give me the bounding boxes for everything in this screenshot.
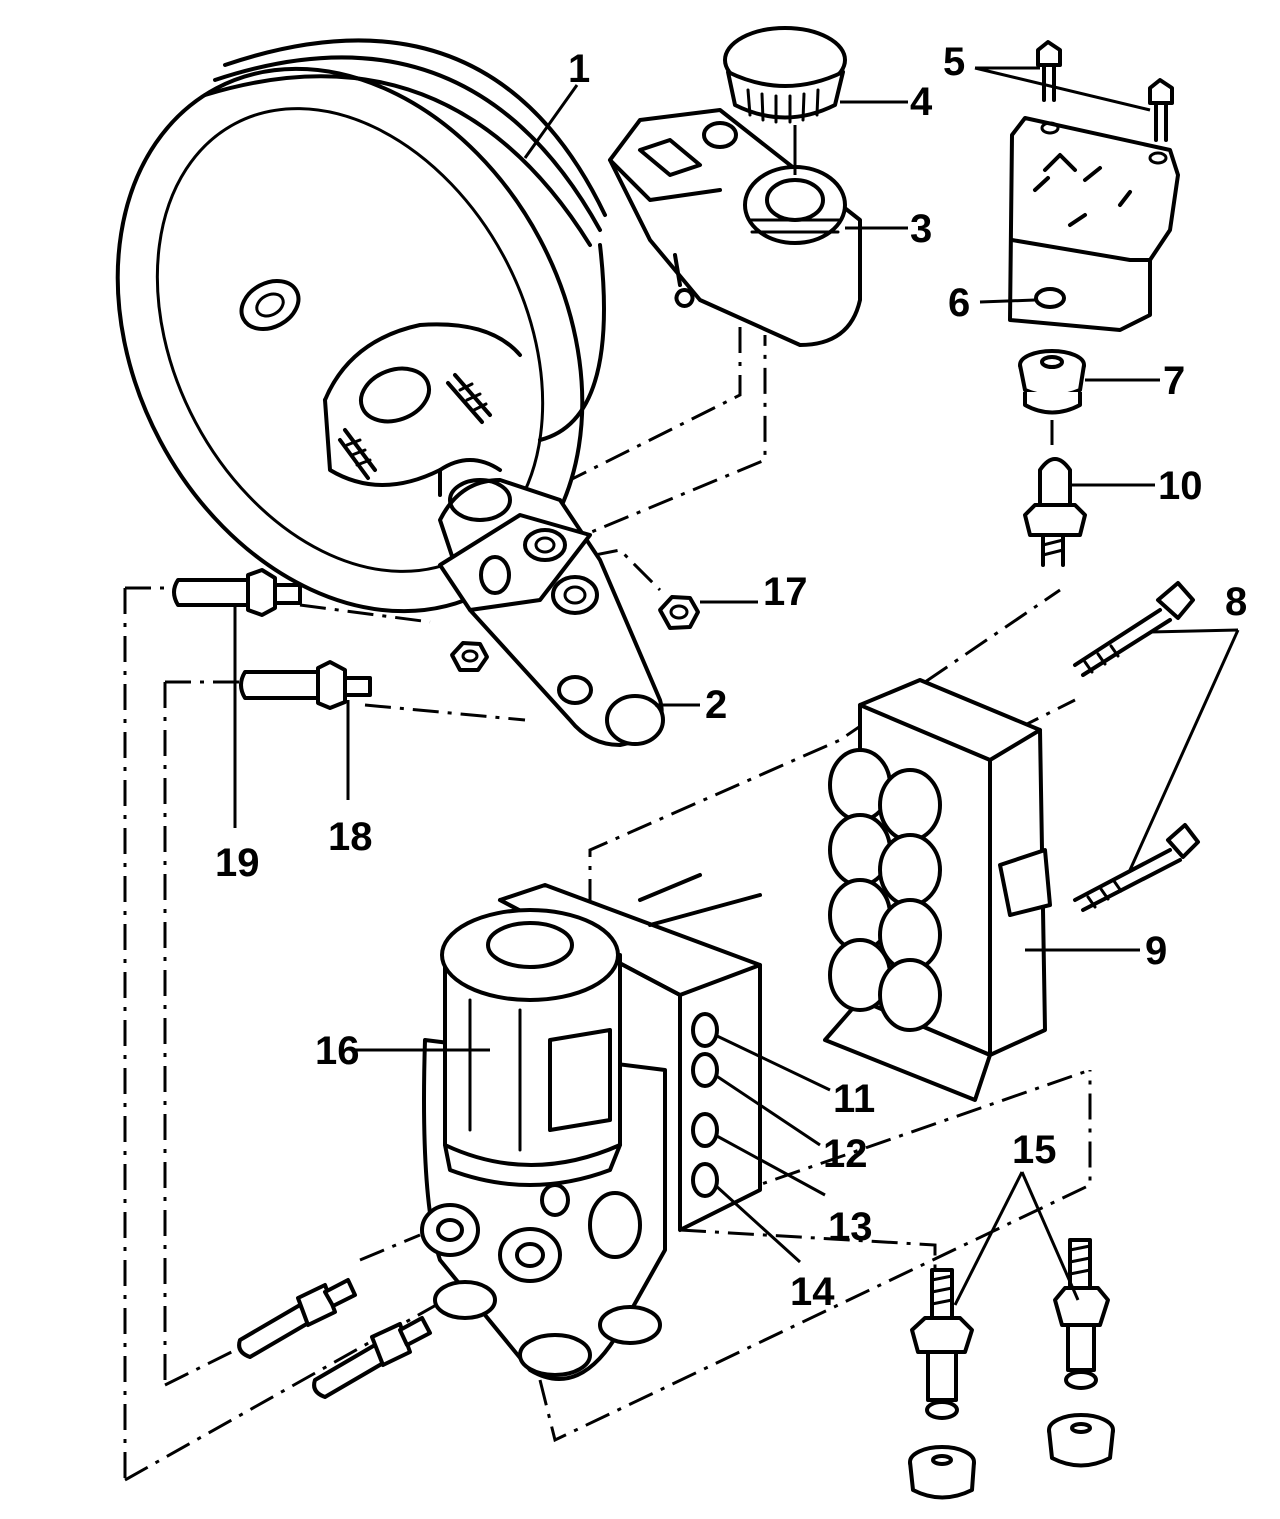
bolt-5b bbox=[1148, 78, 1174, 142]
callout-14: 14 bbox=[790, 1270, 835, 1314]
master-cylinder bbox=[438, 458, 665, 747]
callout-6: 6 bbox=[948, 281, 970, 325]
callout-4: 4 bbox=[910, 80, 933, 124]
reservoir-cap bbox=[723, 26, 847, 175]
callout-11: 11 bbox=[833, 1077, 875, 1121]
leader-lines bbox=[233, 66, 1240, 1306]
callout-18: 18 bbox=[328, 815, 373, 859]
callout-12: 12 bbox=[823, 1132, 868, 1176]
brake-line-lower-a bbox=[237, 1278, 357, 1359]
brake-line-18 bbox=[239, 660, 372, 710]
callout-17: 17 bbox=[763, 570, 808, 614]
callout-10: 10 bbox=[1158, 464, 1203, 508]
stud-15a bbox=[908, 1268, 976, 1500]
fluid-reservoir bbox=[608, 108, 862, 347]
callout-15: 15 bbox=[1012, 1128, 1057, 1172]
mounting-bracket bbox=[1008, 116, 1180, 332]
assembly-lines bbox=[123, 305, 1092, 1482]
callout-8: 8 bbox=[1225, 580, 1247, 624]
hydraulic-unit bbox=[420, 873, 762, 1381]
callout-7: 7 bbox=[1163, 359, 1185, 403]
mounting-pin bbox=[1023, 457, 1087, 567]
callout-19: 19 bbox=[215, 841, 260, 885]
callout-3: 3 bbox=[910, 207, 932, 251]
callout-1: 1 bbox=[568, 47, 590, 91]
rubber-grommet bbox=[1018, 349, 1086, 445]
callout-13: 13 bbox=[828, 1205, 873, 1249]
callout-2: 2 bbox=[705, 683, 727, 727]
long-bolt-lower bbox=[1073, 823, 1200, 912]
long-bolt-upper bbox=[1073, 581, 1195, 677]
callout-9: 9 bbox=[1145, 929, 1167, 973]
brake-line-lower-b bbox=[312, 1316, 432, 1399]
control-module bbox=[823, 678, 1052, 1102]
callout-labels: 1 2 3 4 5 6 7 8 9 10 11 12 13 14 15 16 1… bbox=[215, 40, 1247, 1314]
nut-small bbox=[450, 641, 489, 672]
callout-16: 16 bbox=[315, 1029, 360, 1073]
bolt-5a bbox=[1036, 40, 1062, 102]
callout-5: 5 bbox=[943, 40, 965, 84]
stud-15b bbox=[1047, 1238, 1115, 1468]
nut-17 bbox=[658, 595, 700, 630]
brake-line-19 bbox=[172, 568, 302, 617]
